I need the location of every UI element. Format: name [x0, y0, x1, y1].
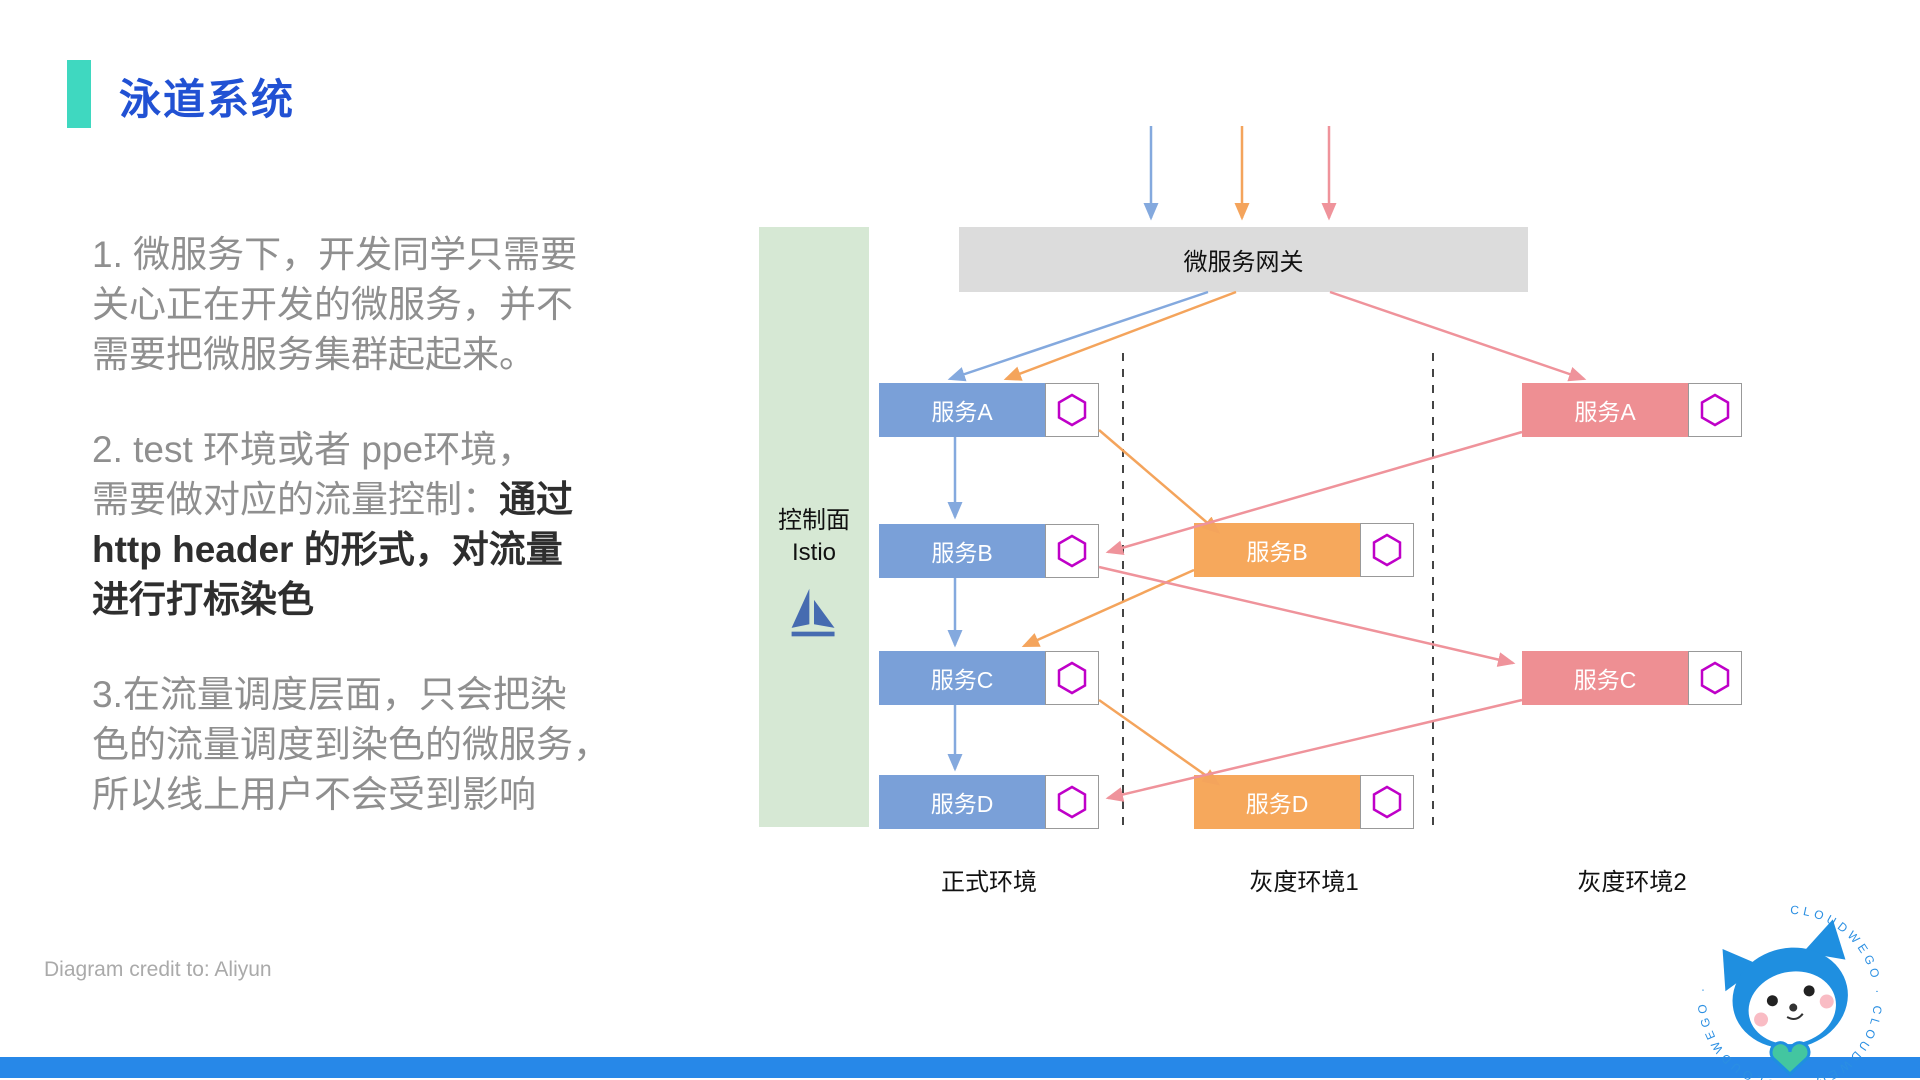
service-label: 服务B [931, 540, 993, 566]
env-label-gray1: 灰度环境1 [1249, 869, 1359, 896]
hexagon-icon [1360, 775, 1414, 829]
service-box-prod-b: 服务B [879, 524, 1099, 578]
hexagon-icon [1688, 383, 1742, 437]
service-label: 服务C [930, 667, 994, 693]
note-line: 需要把微服务集群起起来。 [92, 334, 536, 375]
note-line: 色的流量调度到染色的微服务， [92, 724, 610, 765]
note-line: 需要做对应的流量控制：通过 [92, 479, 573, 520]
note-paragraph-3: 3.在流量调度层面，只会把染 色的流量调度到染色的微服务， 所以线上用户不会受到… [92, 670, 610, 820]
service-label: 服务B [1246, 539, 1308, 565]
hexagon-icon [1360, 523, 1414, 577]
service-label: 服务D [1245, 791, 1309, 817]
mascot-cloudwego: CLOUDWEGO · CLOUDWEGO · CLOUDWEGO · [1684, 902, 1896, 1080]
hexagon-icon [1688, 651, 1742, 705]
service-box-gray1-b: 服务B [1194, 523, 1414, 577]
note-line: 关心正在开发的微服务，并不 [92, 284, 573, 325]
service-box-prod-c: 服务C [879, 651, 1099, 705]
gateway-box: 微服务网关 [959, 227, 1528, 292]
hexagon-icon [1045, 775, 1099, 829]
service-box-prod-a: 服务A [879, 383, 1099, 437]
hexagon-icon [1045, 524, 1099, 578]
note-line: 2. test 环境或者 ppe环境， [92, 429, 535, 470]
mascot-dog-head [1722, 919, 1848, 1049]
service-box-gray1-d: 服务D [1194, 775, 1414, 829]
env-label-gray2: 灰度环境2 [1577, 869, 1687, 896]
hexagon-icon [1045, 383, 1099, 437]
note-paragraph-2: 2. test 环境或者 ppe环境， 需要做对应的流量控制：通过 http h… [92, 425, 610, 625]
service-box-gray2-c: 服务C [1522, 651, 1742, 705]
hexagon-icon [1045, 651, 1099, 705]
note-line: 所以线上用户不会受到影响 [92, 774, 536, 815]
notes-block: 1. 微服务下，开发同学只需要 关心正在开发的微服务，并不 需要把微服务集群起起… [92, 230, 610, 865]
note-line: http header 的形式，对流量 [92, 529, 563, 570]
service-label: 服务C [1573, 667, 1637, 693]
service-label: 服务D [930, 791, 994, 817]
note-line: 1. 微服务下，开发同学只需要 [92, 234, 578, 275]
control-plane-panel: 控制面 Istio [759, 227, 869, 827]
page-title: 泳道系统 [119, 76, 296, 123]
credit-text: Diagram credit to: Aliyun [44, 958, 272, 981]
service-box-prod-d: 服务D [879, 775, 1099, 829]
footer-bar [0, 1057, 1920, 1078]
note-line: 3.在流量调度层面，只会把染 [92, 674, 567, 715]
service-box-gray2-a: 服务A [1522, 383, 1742, 437]
title-accent-bar [67, 60, 91, 128]
env-label-prod: 正式环境 [941, 869, 1037, 896]
istio-logo-icon [786, 583, 842, 648]
note-paragraph-1: 1. 微服务下，开发同学只需要 关心正在开发的微服务，并不 需要把微服务集群起起… [92, 230, 610, 380]
service-label: 服务A [931, 399, 993, 425]
mascot-heart [1769, 1041, 1811, 1077]
service-label: 服务A [1574, 399, 1636, 425]
note-line: 进行打标染色 [92, 579, 314, 620]
control-plane-label: 控制面 Istio [778, 507, 850, 566]
lane-divider-lines [1122, 353, 1434, 833]
